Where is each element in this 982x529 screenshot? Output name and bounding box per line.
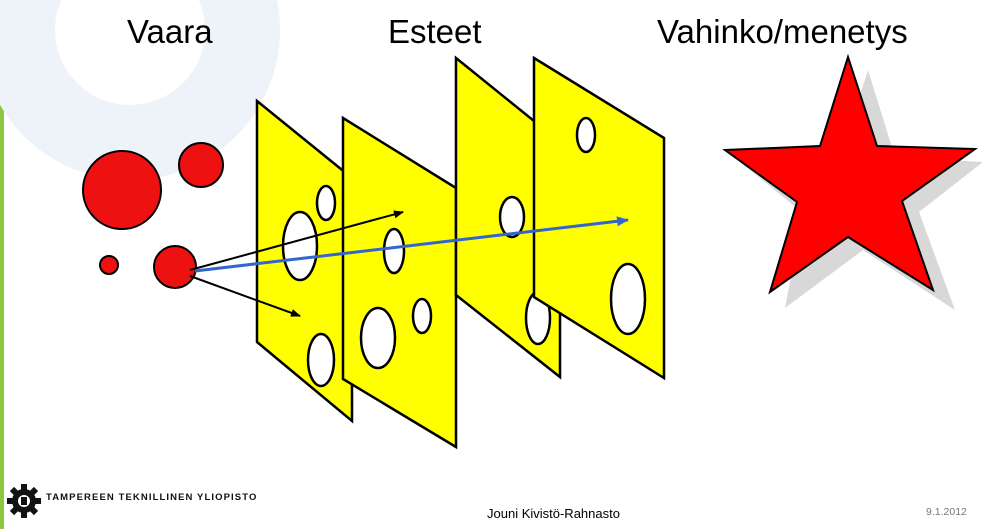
hole [306,332,336,388]
loss-title: Vahinko/menetys [657,13,908,50]
hole [281,210,319,282]
loss-star [722,53,982,310]
barrier-layer-2 [341,115,458,450]
hazard-circle-source [153,245,197,289]
barrier-layer-4 [532,55,666,381]
hazard-arrows [189,210,629,317]
slide-date: 9.1.2012 [926,506,967,518]
hole [382,227,406,275]
author-name: Jouni Kivistö-Rahnasto [487,506,620,521]
hazard-circles [82,142,224,289]
hazard-title: Vaara [127,13,213,50]
barrier-layer-1 [255,98,354,424]
hole [359,306,397,370]
hole [315,184,337,222]
arrow-blocked-upper [189,210,404,271]
barriers-title: Esteet [388,13,482,50]
hole [575,116,597,154]
hazard-circle-medium [178,142,224,188]
hole [411,297,433,335]
university-name: TAMPEREEN TEKNILLINEN YLIOPISTO [46,492,258,503]
hazard-circle-small [99,255,119,275]
hole [498,195,526,239]
hole [609,262,647,336]
arrow-accident-path [194,216,629,273]
gear-logo-icon [7,484,41,518]
accent-bar [0,0,4,529]
hazard-circle-large [82,150,162,230]
arrow-blocked-lower [189,275,301,317]
gear-watermark-icon [0,0,280,180]
